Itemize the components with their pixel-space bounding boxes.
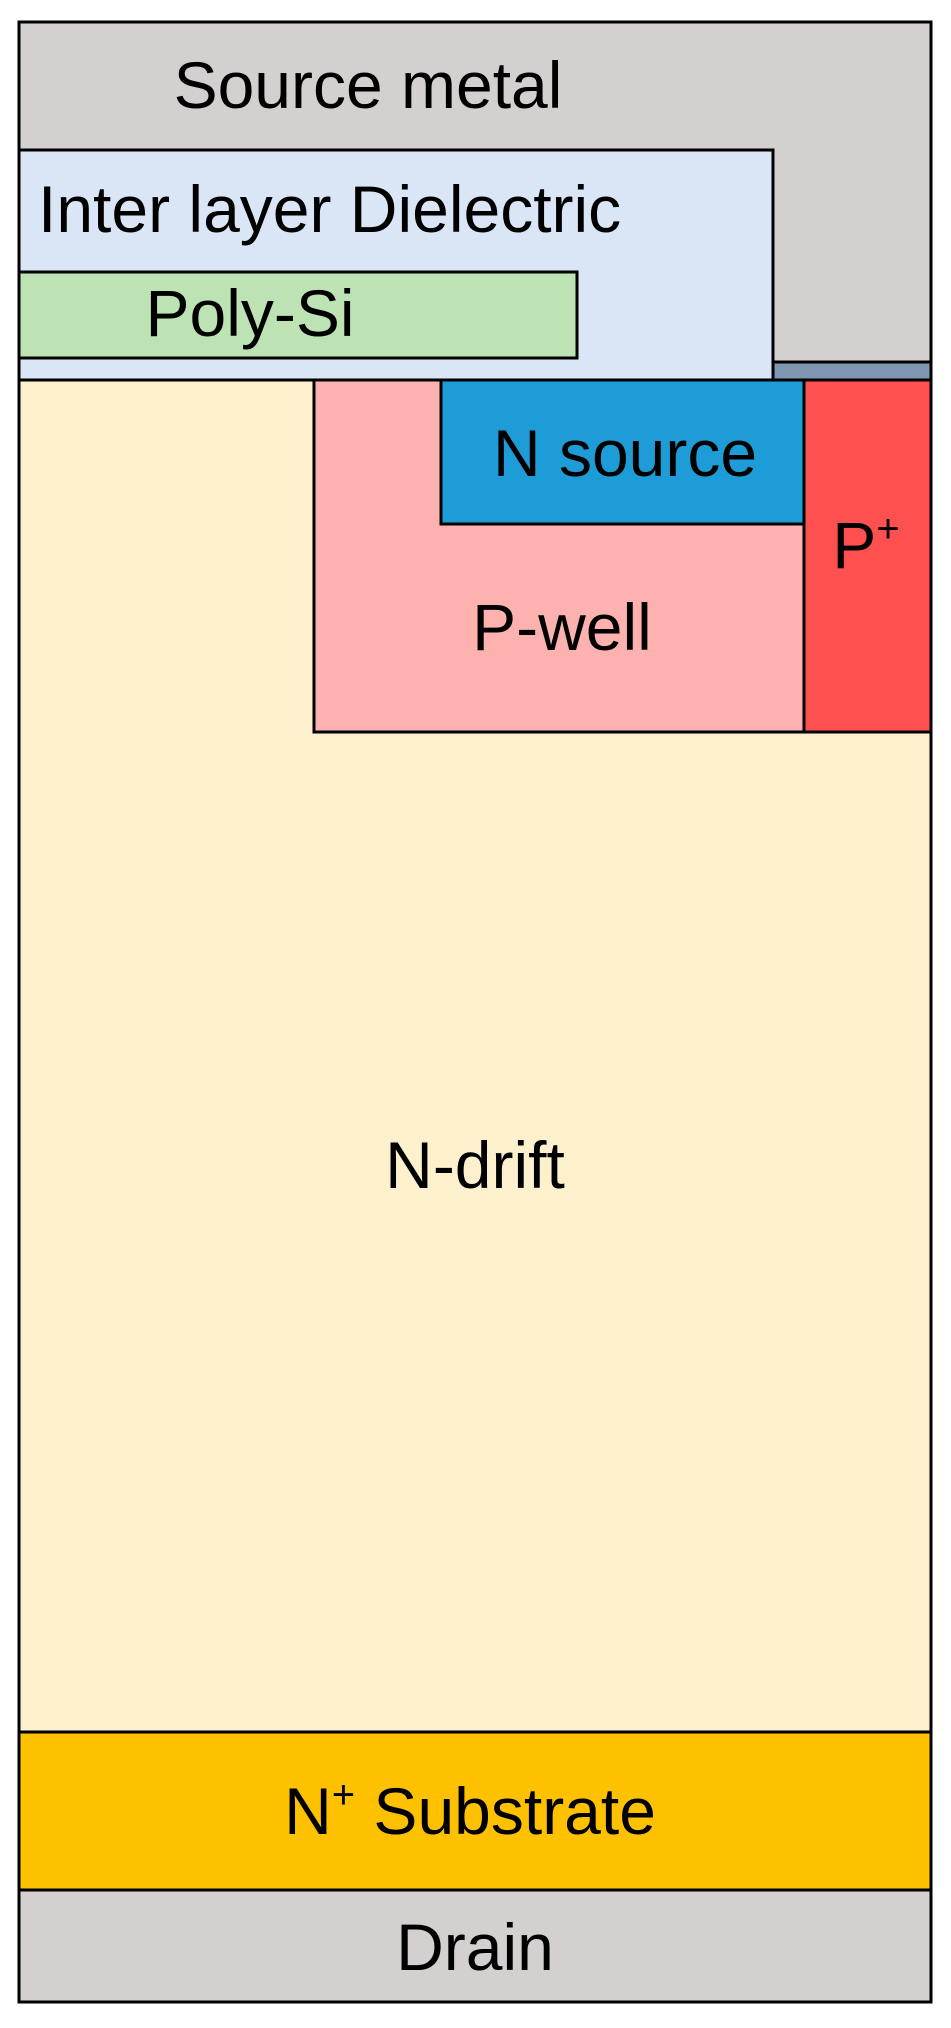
n-plus-substrate-label-superscript: + — [332, 1773, 355, 1817]
poly-si-region — [17, 270, 579, 360]
drain-label: Drain — [396, 1910, 554, 1984]
p-well-label: P-well — [472, 590, 652, 664]
p-plus-label-superscript: + — [876, 507, 899, 551]
n-source-label: N source — [493, 416, 757, 490]
n-plus-substrate-label-base: N — [284, 1774, 332, 1848]
n-source-region — [439, 378, 806, 526]
drain-region — [17, 1888, 933, 2004]
p-plus-region — [802, 378, 933, 734]
p-plus-label-base: P — [832, 508, 876, 582]
n-drift-label: N-drift — [385, 1128, 565, 1202]
n-plus-substrate-region — [17, 1730, 933, 1892]
n-plus-substrate-label-rest: Substrate — [355, 1774, 656, 1848]
p-plus-label: P+ — [832, 507, 899, 582]
inter-layer-dielectric-label: Inter layer Dielectric — [38, 172, 621, 246]
contact-strip-region — [771, 360, 933, 382]
source-metal-label: Source metal — [174, 48, 563, 122]
n-plus-substrate-label: N+ Substrate — [284, 1773, 656, 1848]
poly-si-label: Poly-Si — [145, 276, 354, 350]
